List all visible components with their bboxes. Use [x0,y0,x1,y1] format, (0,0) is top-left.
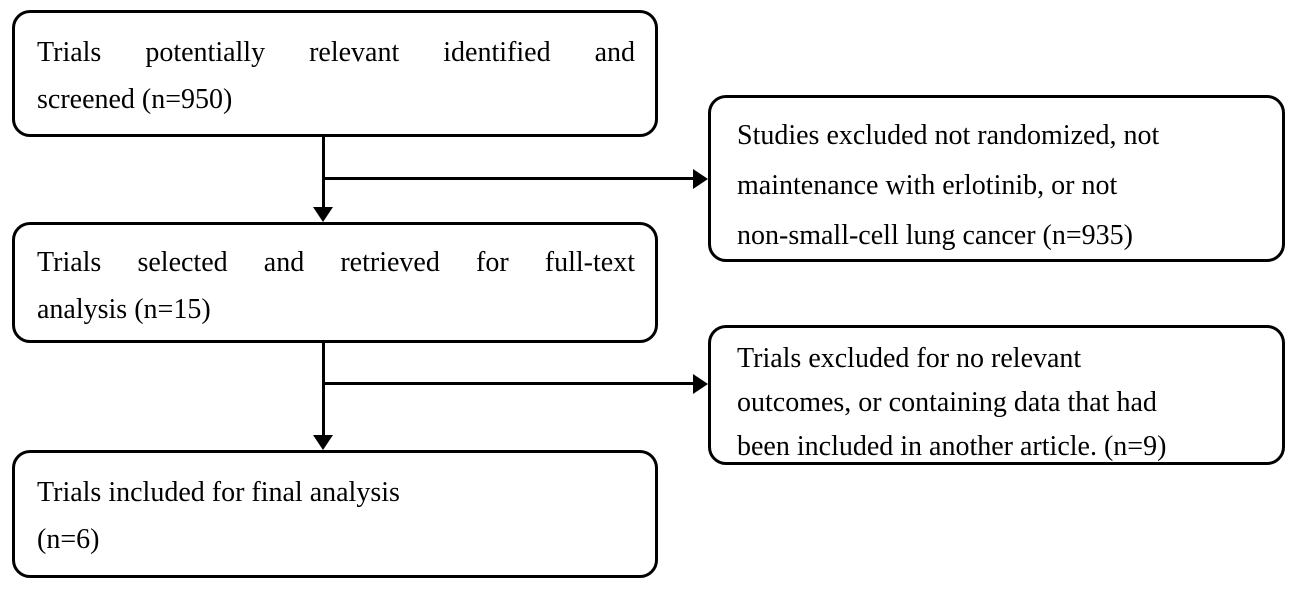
box-text-line: Trials selected and retrieved for full-t… [37,247,635,278]
arrowhead-down-icon [313,435,333,450]
box-text-line: screened (n=950) [37,84,233,115]
connector-screened-to-excluded [322,177,694,180]
box-text-line: Trials included for final analysis [37,477,400,508]
flowchart-box-screened: Trials potentially relevant identified a… [12,10,658,137]
box-text-line: non-small-cell lung cancer (n=935) [737,220,1133,251]
arrowhead-right-icon [693,374,708,394]
box-text-line: Studies excluded not randomized, not [737,120,1160,151]
flowchart-box-final: Trials included for final analysis (n=6) [12,450,658,578]
box-text-line: Trials potentially relevant identified a… [37,37,635,68]
arrowhead-down-icon [313,207,333,222]
box-text-line: analysis (n=15) [37,294,211,325]
box-text-line: Trials excluded for no relevant [737,343,1082,374]
connector-fulltext-to-final [322,341,325,436]
flowchart-box-excluded-screening: Studies excluded not randomized, not mai… [708,95,1285,262]
flowchart-box-excluded-fulltext: Trials excluded for no relevant outcomes… [708,325,1285,465]
box-text-line: outcomes, or containing data that had [737,387,1157,418]
arrowhead-right-icon [693,169,708,189]
box-text-line: maintenance with erlotinib, or not [737,170,1118,201]
connector-screened-to-fulltext [322,136,325,208]
box-text-line: (n=6) [37,524,100,555]
flowchart-box-fulltext: Trials selected and retrieved for full-t… [12,222,658,343]
connector-fulltext-to-excluded [322,382,694,385]
box-text-line: been included in another article. (n=9) [737,431,1167,462]
